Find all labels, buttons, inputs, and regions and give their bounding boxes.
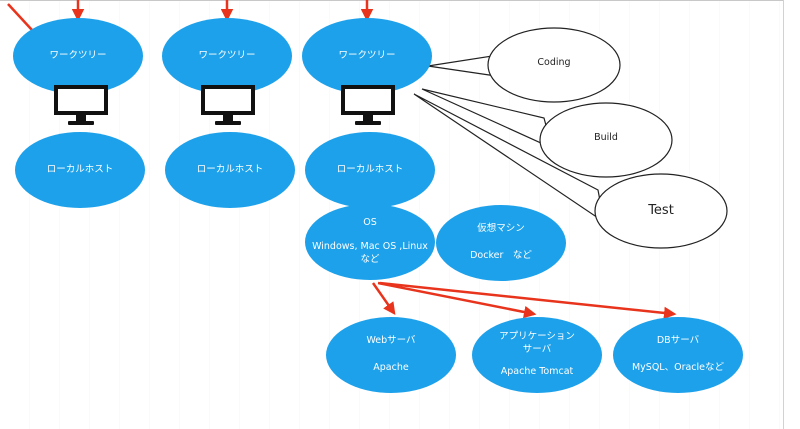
- test-bubble: [594, 173, 728, 249]
- arrow-os-to-app: [377, 281, 537, 319]
- os-node[interactable]: [305, 204, 435, 280]
- web-server-node[interactable]: [326, 317, 456, 393]
- localhost-node-1[interactable]: [15, 132, 145, 208]
- worktree-node-1[interactable]: [13, 18, 143, 94]
- build-bubble: [539, 102, 673, 178]
- monitor-icon: [341, 85, 395, 125]
- worktree-node-3[interactable]: [302, 18, 432, 94]
- canvas-right-edge: [783, 0, 784, 429]
- app-server-node[interactable]: [472, 317, 602, 393]
- worktree-node-2[interactable]: [162, 18, 292, 94]
- localhost-node-2[interactable]: [165, 132, 295, 208]
- localhost-node-3[interactable]: [305, 132, 435, 208]
- vm-node[interactable]: [436, 205, 566, 281]
- coding-bubble-tail: [427, 55, 497, 77]
- db-server-node[interactable]: [613, 317, 743, 393]
- monitor-icon: [201, 85, 255, 125]
- coding-bubble: [487, 27, 621, 103]
- arrow-os-to-db: [379, 281, 677, 320]
- canvas-top-edge: [0, 0, 784, 1]
- arrow-diagonal-into-worktree-1: [7, 3, 33, 31]
- arrow-os-to-web: [371, 282, 396, 316]
- monitor-icon: [54, 85, 108, 125]
